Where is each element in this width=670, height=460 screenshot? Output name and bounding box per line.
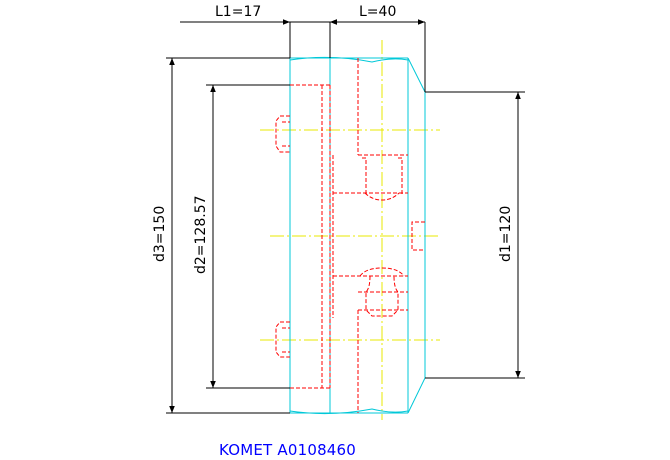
drawing-caption: KOMET A0108460 bbox=[219, 441, 357, 459]
dimension-lines bbox=[166, 19, 525, 414]
dim-label-l: L=40 bbox=[359, 4, 396, 20]
hidden-features bbox=[275, 58, 425, 413]
dim-label-d2: d2=128.57 bbox=[193, 195, 209, 274]
dim-label-l1: L1=17 bbox=[215, 4, 261, 20]
centerlines bbox=[260, 40, 440, 420]
dim-label-d1: d1=120 bbox=[498, 206, 514, 262]
dim-label-d3: d3=150 bbox=[152, 206, 168, 262]
